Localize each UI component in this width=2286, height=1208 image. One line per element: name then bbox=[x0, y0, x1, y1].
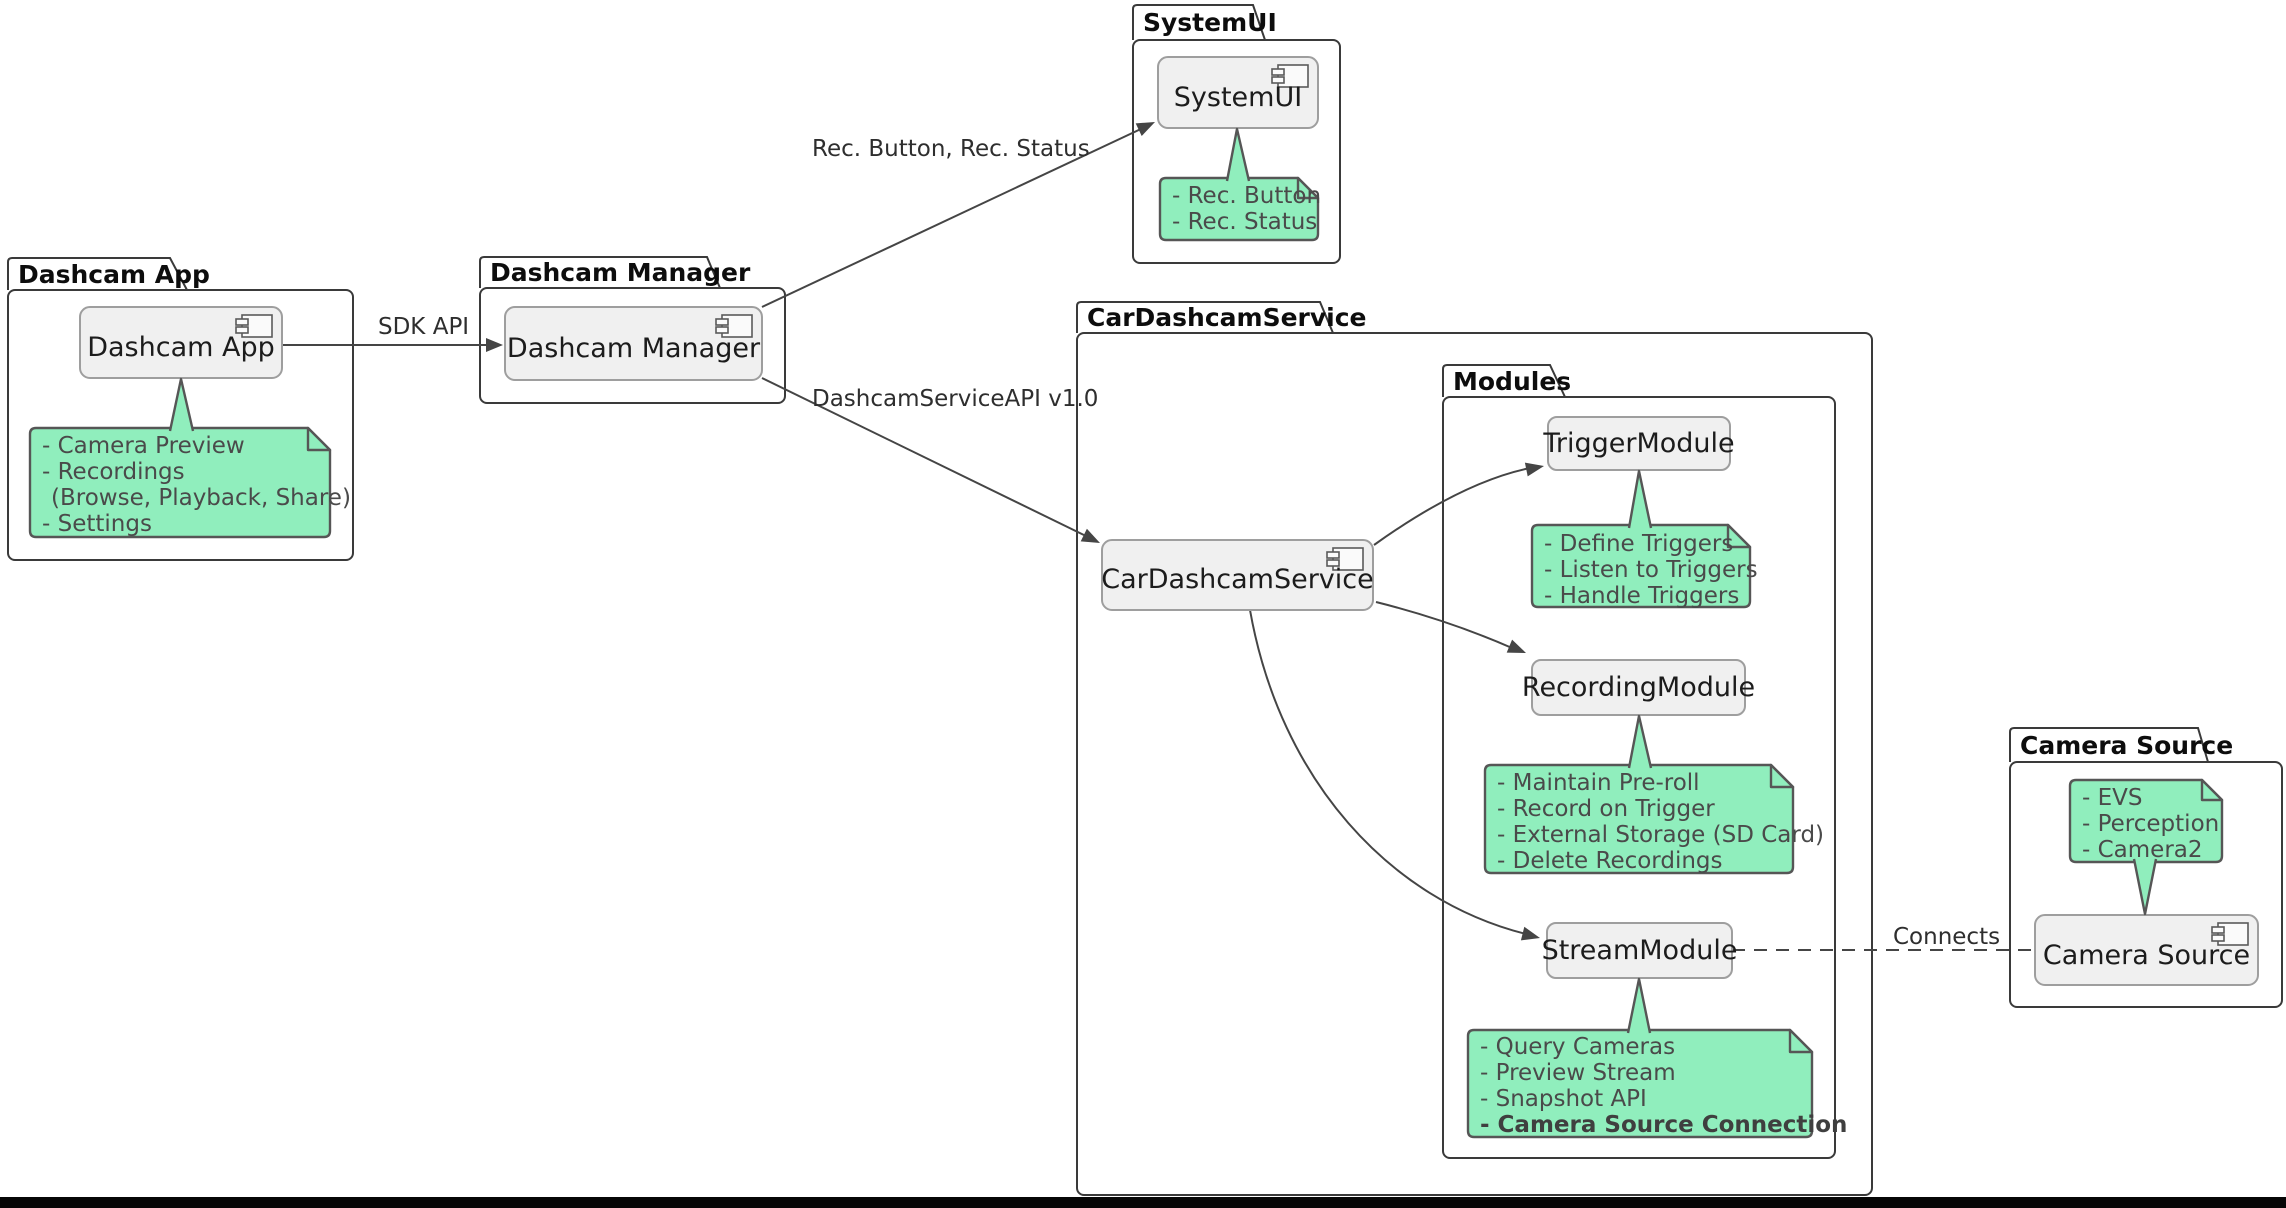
note-line: - Snapshot API bbox=[1480, 1086, 1647, 1112]
edge-label-dashcam-service-api: DashcamServiceAPI v1.0 bbox=[812, 386, 1099, 412]
component-icon bbox=[235, 314, 273, 338]
note-camera-source bbox=[2068, 778, 2224, 864]
arrowhead-sdk-api bbox=[486, 338, 503, 352]
note-line: - Maintain Pre-roll bbox=[1497, 770, 1700, 796]
package-title-modules: Modules bbox=[1453, 366, 1572, 396]
package-cardashcamservice-tab bbox=[1076, 301, 1334, 334]
edge-label-sdk-api: SDK API bbox=[378, 314, 470, 340]
note-line: - Camera Source Connection bbox=[1480, 1112, 1848, 1138]
package-title-cardashcamservice: CarDashcamService bbox=[1087, 303, 1367, 332]
note-trigger-module-pointer bbox=[1627, 469, 1653, 529]
note-line: - Define Triggers bbox=[1544, 531, 1734, 557]
note-camera-source-text: - EVS - Perception - Camera2 bbox=[2082, 785, 2219, 863]
note-dashcam-app bbox=[28, 426, 332, 539]
component-icon bbox=[1271, 64, 1309, 88]
edge-to-stream-module bbox=[1249, 609, 1527, 935]
note-stream-module-fold bbox=[1788, 1028, 1814, 1054]
note-dashcam-app-pointer bbox=[168, 377, 195, 432]
note-line: - Listen to Triggers bbox=[1544, 557, 1758, 583]
note-trigger-module bbox=[1530, 523, 1752, 609]
component-label-stream-module: StreamModule bbox=[1541, 935, 1738, 966]
edge-to-recording-module bbox=[1375, 601, 1513, 649]
component-label-systemui: SystemUI bbox=[1173, 81, 1303, 113]
arrowhead-dashcam-service-api bbox=[1080, 528, 1100, 543]
component-icon bbox=[2211, 922, 2249, 946]
note-systemui-pointer bbox=[1225, 127, 1251, 182]
component-label-trigger-module: TriggerModule bbox=[1543, 428, 1735, 459]
note-line: - Query Cameras bbox=[1480, 1034, 1676, 1060]
edge-label-connects: Connects bbox=[1893, 924, 2001, 950]
note-systemui bbox=[1158, 176, 1320, 242]
note-trigger-module-fold bbox=[1726, 523, 1752, 549]
package-systemui-tab bbox=[1132, 4, 1266, 41]
package-title-camera-source: Camera Source bbox=[2020, 730, 2234, 760]
component-icon bbox=[715, 314, 753, 338]
note-stream-module bbox=[1466, 1028, 1814, 1139]
package-title-systemui: SystemUI bbox=[1143, 8, 1277, 37]
note-line: - Rec. Button bbox=[1172, 183, 1322, 209]
note-trigger-module-text: - Define Triggers - Listen to Triggers -… bbox=[1544, 531, 1758, 609]
edge-to-trigger-module bbox=[1373, 467, 1531, 546]
note-line: - Handle Triggers bbox=[1544, 583, 1740, 609]
note-dashcam-app-fold bbox=[306, 426, 332, 452]
edge-rec-button-status bbox=[761, 127, 1144, 308]
package-camera-source-tab bbox=[2009, 727, 2209, 763]
package-dashcam-app-tab bbox=[7, 257, 188, 291]
note-line: - Camera2 bbox=[2082, 837, 2203, 863]
package-dashcam-manager-tab bbox=[479, 256, 721, 289]
note-stream-module-text: - Query Cameras - Preview Stream - Snaps… bbox=[1480, 1034, 1847, 1138]
note-line: - Rec. Status bbox=[1172, 209, 1318, 235]
component-label-camera-source: Camera Source bbox=[2042, 939, 2251, 971]
component-dashcam-manager bbox=[504, 306, 763, 381]
note-recording-module-pointer bbox=[1627, 714, 1653, 769]
component-cardashcamservice bbox=[1101, 539, 1374, 611]
note-stream-module-pointer bbox=[1626, 977, 1652, 1034]
bottom-bar bbox=[0, 1197, 2286, 1208]
note-systemui-fold bbox=[1296, 176, 1320, 200]
edge-label-rec-button-status: Rec. Button, Rec. Status bbox=[812, 136, 1090, 162]
note-line: (Browse, Playback, Share) bbox=[51, 485, 351, 511]
note-recording-module-fold bbox=[1769, 763, 1795, 789]
arrowhead-rec-button-status bbox=[1135, 122, 1155, 136]
package-modules-tab bbox=[1442, 364, 1566, 398]
note-line: - Record on Trigger bbox=[1497, 796, 1715, 822]
note-line: - Recordings bbox=[42, 459, 185, 485]
note-line: - Preview Stream bbox=[1480, 1060, 1676, 1086]
note-camera-source-fold bbox=[2200, 778, 2224, 802]
note-camera-source-pointer bbox=[2132, 858, 2158, 916]
note-line: - External Storage (SD Card) bbox=[1497, 822, 1825, 848]
component-label-dashcam-manager: Dashcam Manager bbox=[506, 332, 761, 364]
arrowhead-to-recording-module bbox=[1506, 639, 1526, 653]
note-line: - Perception bbox=[2082, 811, 2220, 837]
note-line: - Camera Preview bbox=[42, 433, 245, 459]
component-label-dashcam-app: Dashcam App bbox=[87, 331, 275, 363]
component-label-recording-module: RecordingModule bbox=[1521, 672, 1756, 703]
note-recording-module-text: - Maintain Pre-roll - Record on Trigger … bbox=[1497, 770, 1824, 874]
package-title-dashcam-manager: Dashcam Manager bbox=[490, 258, 751, 287]
note-line: - EVS bbox=[2082, 785, 2143, 811]
component-camera-source bbox=[2034, 914, 2259, 986]
note-systemui-text: - Rec. Button - Rec. Status bbox=[1172, 183, 1321, 235]
edge-dashcam-service-api bbox=[761, 377, 1089, 538]
package-title-dashcam-app: Dashcam App bbox=[18, 259, 210, 289]
component-label-cardashcamservice: CarDashcamService bbox=[1101, 563, 1374, 595]
note-line: - Delete Recordings bbox=[1497, 848, 1723, 874]
arrowhead-to-trigger-module bbox=[1524, 462, 1544, 477]
note-line: - Settings bbox=[42, 511, 152, 537]
component-icon bbox=[1326, 547, 1364, 571]
note-dashcam-app-text: - Camera Preview - Recordings (Browse, P… bbox=[42, 433, 351, 537]
arrowhead-to-stream-module bbox=[1520, 926, 1540, 941]
note-recording-module bbox=[1483, 763, 1795, 875]
